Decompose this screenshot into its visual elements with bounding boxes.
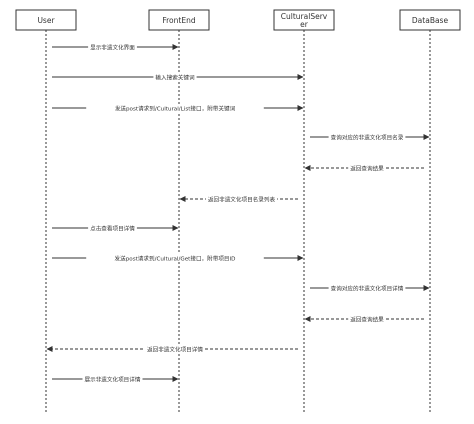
message-label: 点击查看项目详情 bbox=[90, 225, 135, 233]
message-label-bg bbox=[86, 254, 264, 262]
message-12: 展示非遗文化项目详情 bbox=[52, 375, 179, 384]
participant-box bbox=[273, 9, 335, 31]
message-9: 查询对应的非遗文化项目详情 bbox=[310, 284, 430, 293]
message-label-bg bbox=[328, 284, 406, 292]
message-label-bg bbox=[88, 43, 137, 51]
message-label-bg bbox=[82, 375, 143, 383]
message-label: 返回非遗文化项目名录列表 bbox=[208, 196, 276, 204]
message-5: 返回查询结果 bbox=[304, 164, 424, 173]
participant-label: User bbox=[37, 16, 55, 25]
message-label: 发送post请求到/Cultural/List接口，附带关键词 bbox=[115, 105, 236, 113]
participant-box bbox=[399, 9, 461, 31]
participant-label: FrontEnd bbox=[162, 16, 195, 25]
message-label-bg bbox=[86, 104, 264, 112]
message-8: 发送post请求到/Cultural/Get接口，附带项目ID bbox=[52, 254, 304, 263]
message-label-bg bbox=[88, 224, 137, 232]
message-2: 输入搜索关键词 bbox=[52, 73, 304, 82]
message-10: 返回查询结果 bbox=[304, 315, 424, 324]
participant-db: DataBase bbox=[399, 9, 461, 31]
message-label: 显示非遗文化界面 bbox=[90, 44, 135, 52]
participant-box bbox=[148, 9, 210, 31]
message-1: 显示非遗文化界面 bbox=[52, 43, 179, 52]
participant-frontend: FrontEnd bbox=[148, 9, 210, 31]
message-label: 发送post请求到/Cultural/Get接口，附带项目ID bbox=[115, 255, 236, 263]
participant-user: User bbox=[15, 9, 77, 31]
participant-label: DataBase bbox=[412, 16, 449, 25]
message-6: 返回非遗文化项目名录列表 bbox=[179, 195, 298, 204]
message-label-bg bbox=[145, 345, 205, 353]
message-11: 返回非遗文化项目详情 bbox=[46, 345, 298, 354]
message-label-bg bbox=[205, 195, 278, 203]
message-label: 查询对应的非遗文化项目详情 bbox=[331, 285, 404, 293]
message-label-bg bbox=[348, 164, 386, 172]
message-4: 查询对应的非遗文化项目名录 bbox=[310, 133, 430, 142]
message-label: 返回查询结果 bbox=[350, 316, 384, 324]
message-label-bg bbox=[348, 315, 386, 323]
message-label-bg bbox=[153, 73, 197, 81]
participant-label: CulturalServ bbox=[281, 12, 328, 21]
message-label: 返回非遗文化项目详情 bbox=[147, 346, 203, 354]
message-label: 输入搜索关键词 bbox=[155, 74, 195, 82]
message-3: 发送post请求到/Cultural/List接口，附带关键词 bbox=[52, 104, 304, 113]
participant-label-line2: er bbox=[300, 20, 309, 29]
message-label: 查询对应的非遗文化项目名录 bbox=[331, 134, 404, 142]
message-label: 返回查询结果 bbox=[350, 165, 384, 173]
message-7: 点击查看项目详情 bbox=[52, 224, 179, 233]
participant-box bbox=[15, 9, 77, 31]
message-label-bg bbox=[328, 133, 406, 141]
message-label: 展示非遗文化项目详情 bbox=[85, 376, 141, 384]
